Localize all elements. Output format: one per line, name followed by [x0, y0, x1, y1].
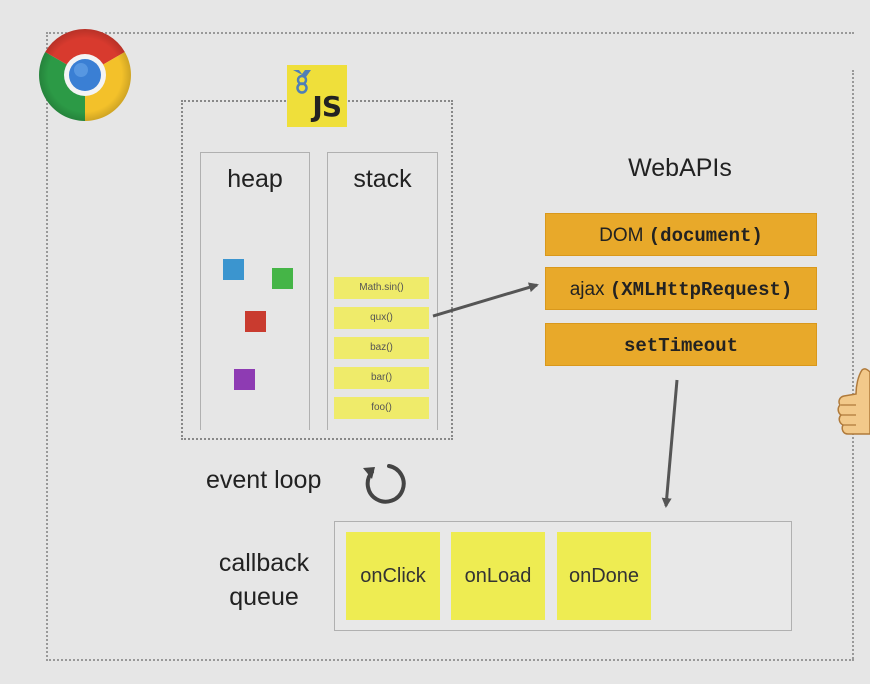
refresh-icon	[363, 464, 406, 504]
heap-panel: heap	[200, 152, 310, 430]
webapi-ajax: ajax (XMLHttpRequest)	[545, 267, 817, 310]
js-logo: JS	[287, 65, 347, 127]
stack-frame: foo()	[334, 397, 429, 419]
webapi-dom-code: (document)	[648, 225, 763, 247]
webapi-ajax-label: ajax	[569, 279, 610, 300]
stack-frame: Math.sin()	[334, 277, 429, 299]
webapi-settimeout-code: setTimeout	[623, 335, 739, 357]
callback-item: onLoad	[451, 532, 545, 620]
heap-object-green	[272, 268, 293, 289]
callback-queue-label-line1: callback	[218, 549, 310, 577]
stack-frame: bar()	[334, 367, 429, 389]
v8-js-logo-icon	[293, 70, 311, 94]
callback-item: onDone	[557, 532, 651, 620]
heap-object-red	[245, 311, 266, 332]
js-logo-text: JS	[312, 90, 342, 123]
callback-item: onClick	[346, 532, 440, 620]
event-loop-label: event loop	[206, 466, 322, 494]
stack-frame: qux()	[334, 307, 429, 329]
callback-queue-label-line2: queue	[229, 583, 299, 611]
stack-frame: baz()	[334, 337, 429, 359]
webapi-dom-label: DOM	[599, 225, 649, 246]
stack-title: stack	[353, 165, 412, 193]
webapi-settimeout: setTimeout	[545, 323, 817, 366]
webapi-ajax-code: (XMLHttpRequest)	[609, 279, 793, 301]
chrome-logo-icon	[39, 29, 131, 121]
heap-object-purple	[234, 369, 255, 390]
browser-boundary	[46, 32, 854, 661]
heap-object-blue	[223, 259, 244, 280]
browser-boundary-right-edge	[852, 70, 854, 659]
webapi-dom: DOM (document)	[545, 213, 817, 256]
webapis-title: WebAPIs	[628, 154, 732, 182]
thumbs-up-icon	[837, 368, 870, 435]
heap-title: heap	[227, 165, 283, 193]
callback-queue-label: callback queue	[204, 546, 324, 614]
